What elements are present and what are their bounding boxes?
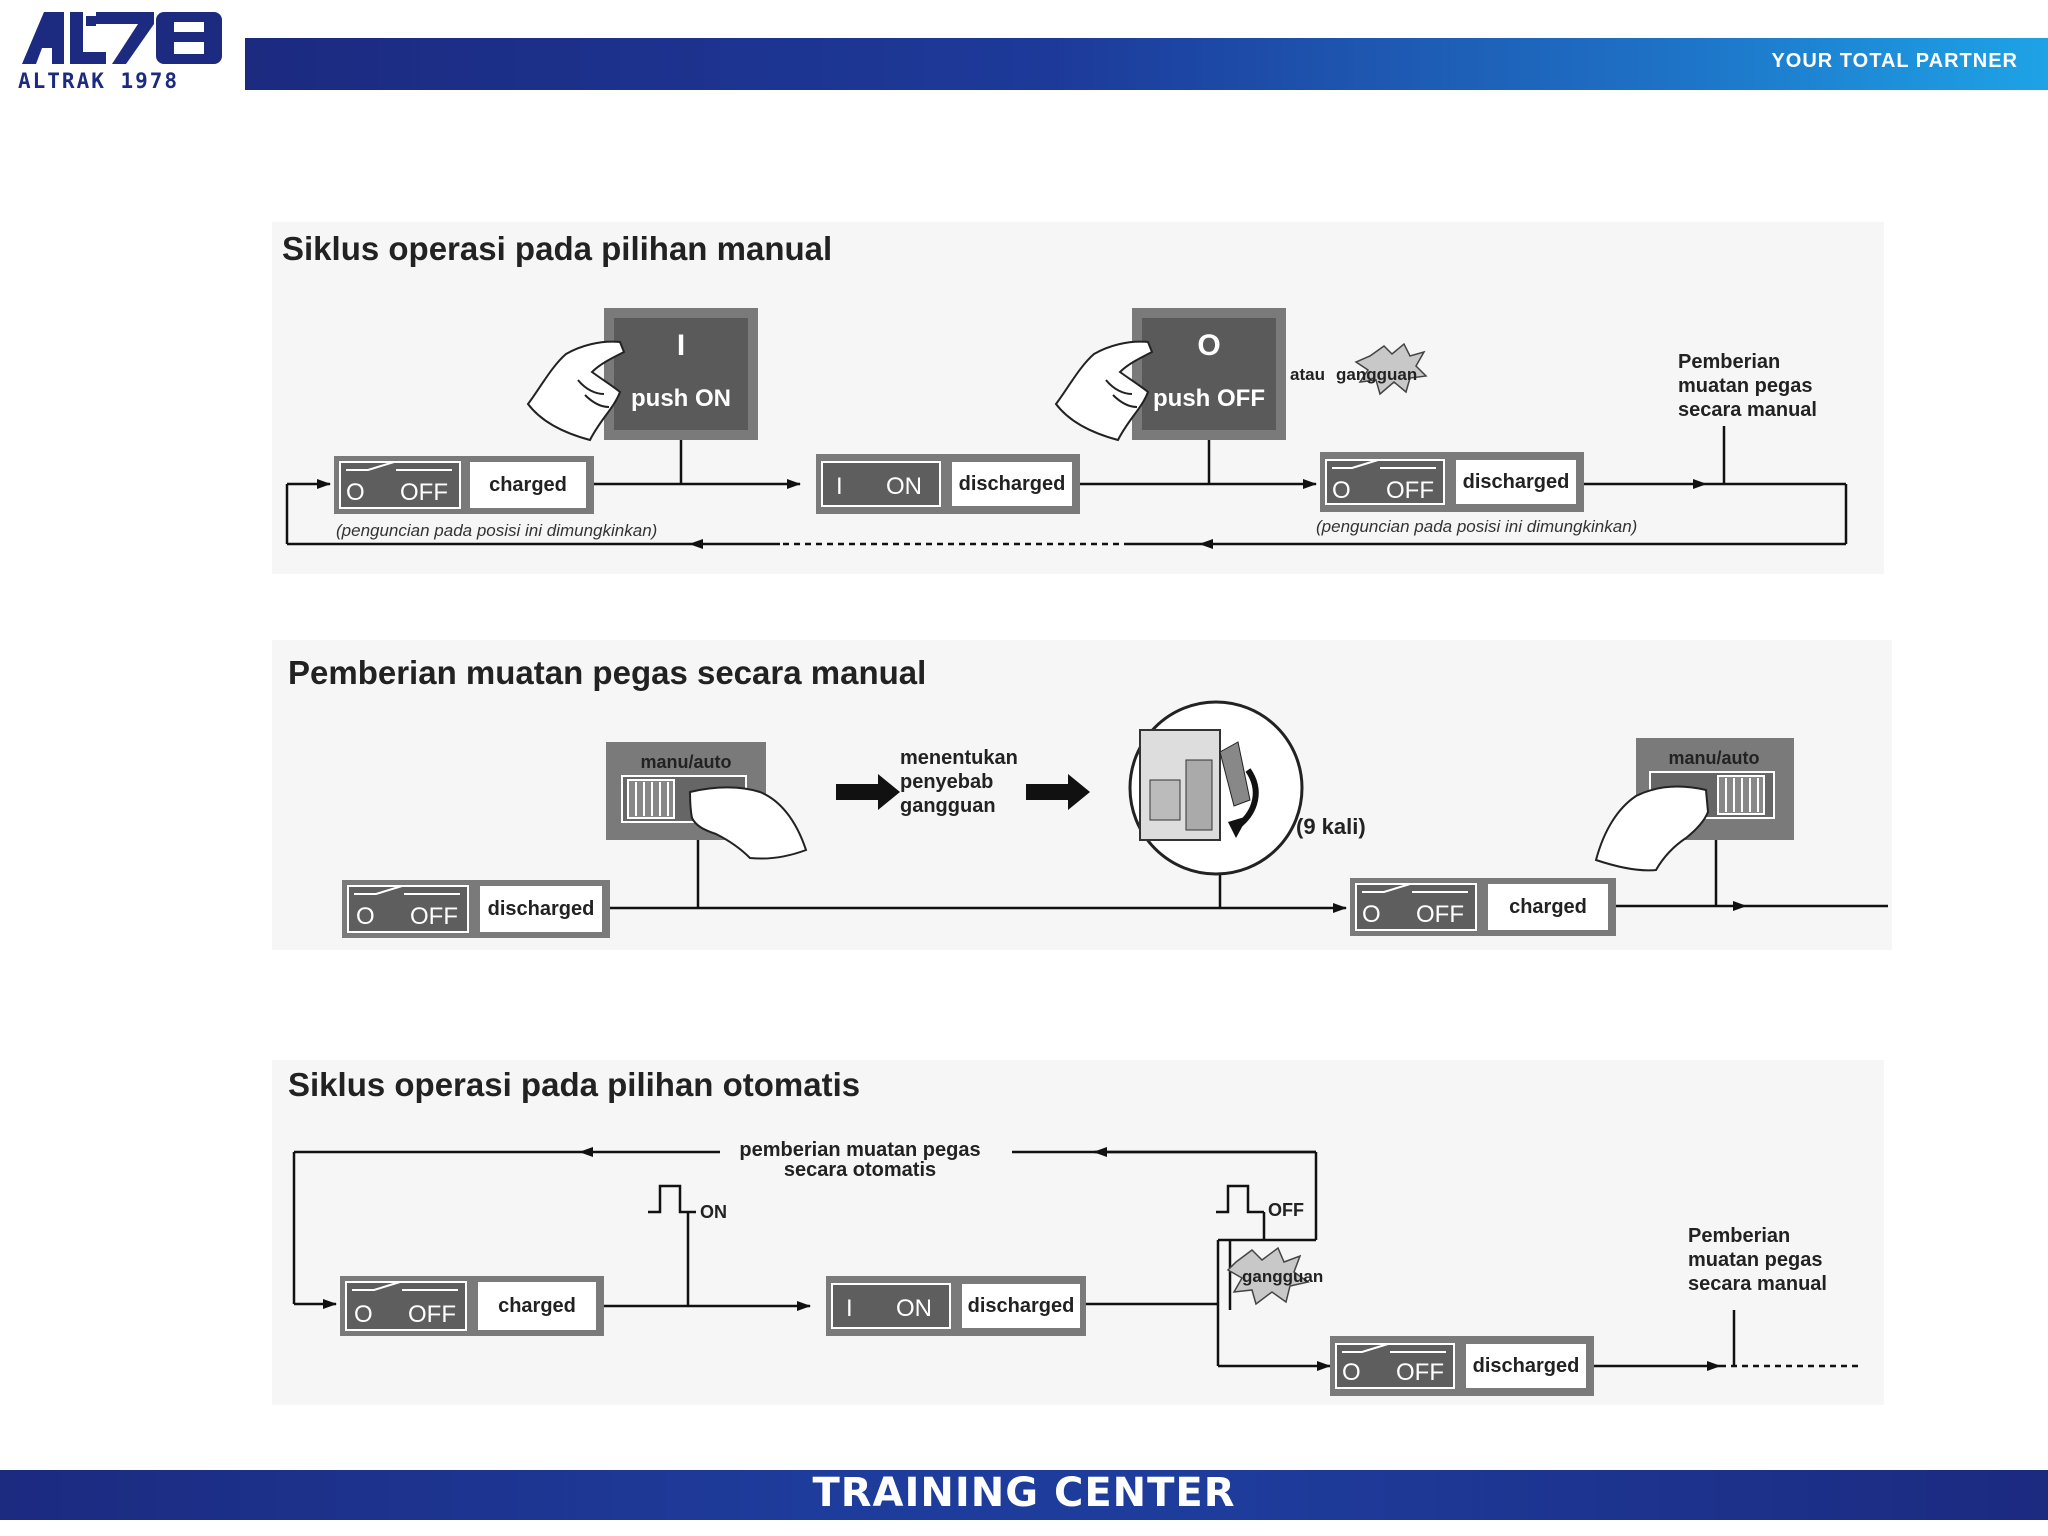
auto-manual-charge-line-3: secara manual bbox=[1688, 1273, 1827, 1295]
svg-text:OFF: OFF bbox=[1396, 1359, 1444, 1386]
switch-open-icon bbox=[1362, 883, 1468, 893]
state-box-on-discharged-1: I ON discharged bbox=[816, 454, 1080, 514]
svg-text:discharged: discharged bbox=[959, 473, 1066, 495]
manual-charge-line-1: Pemberian bbox=[1678, 351, 1780, 373]
svg-text:charged: charged bbox=[489, 474, 567, 496]
svg-text:O: O bbox=[1362, 901, 1381, 928]
svg-text:OFF: OFF bbox=[1386, 477, 1434, 504]
switch-open-icon bbox=[354, 885, 460, 895]
svg-text:discharged: discharged bbox=[1463, 471, 1570, 493]
state-box-off-charged-3: O OFF charged bbox=[340, 1276, 604, 1336]
footer-title: TRAINING CENTER bbox=[812, 1470, 1236, 1516]
footer-band bbox=[0, 1470, 2048, 1520]
svg-text:discharged: discharged bbox=[488, 898, 595, 920]
svg-text:O: O bbox=[356, 903, 375, 930]
svg-text:charged: charged bbox=[498, 1295, 576, 1317]
svg-text:O: O bbox=[354, 1301, 373, 1328]
svg-text:push OFF: push OFF bbox=[1153, 385, 1265, 412]
auto-manual-charge-line-1: Pemberian bbox=[1688, 1225, 1790, 1247]
locking-note-right: (penguncian pada posisi ini dimungkinkan… bbox=[1316, 517, 1637, 536]
state-box-off-charged-2: O OFF charged bbox=[1350, 878, 1616, 936]
rotate-arrow-icon bbox=[1228, 816, 1248, 838]
manual-charging-diagram bbox=[608, 838, 1888, 913]
step-text-line-3: gangguan bbox=[900, 795, 996, 817]
switch-open-icon bbox=[352, 1281, 458, 1291]
tagline: YOUR TOTAL PARTNER bbox=[1771, 50, 2018, 72]
svg-text:O: O bbox=[346, 479, 365, 506]
manu-auto-selector-1: manu/auto bbox=[606, 742, 766, 840]
fault-label-auto: gangguan bbox=[1242, 1267, 1323, 1286]
svg-text:O: O bbox=[1197, 329, 1220, 362]
hand-sliding-icon bbox=[1594, 785, 1710, 872]
step-arrow-icon bbox=[836, 774, 1090, 810]
svg-text:charged: charged bbox=[1509, 896, 1587, 918]
auto-charge-line-1: pemberian muatan pegas bbox=[739, 1139, 980, 1161]
hand-pressing-icon bbox=[526, 340, 626, 442]
state-box-off-discharged-1: O OFF discharged bbox=[1320, 452, 1584, 512]
repeat-count-label: (9 kali) bbox=[1296, 814, 1366, 839]
heading-manual-cycle: Siklus operasi pada pilihan manual bbox=[282, 230, 833, 267]
state-box-off-charged-1: O OFF charged bbox=[334, 456, 594, 514]
fault-burst-icon bbox=[1354, 342, 1428, 396]
svg-text:manu/auto: manu/auto bbox=[1668, 748, 1759, 768]
header-band bbox=[245, 38, 2048, 90]
auto-manual-charge-line-2: muatan pegas bbox=[1688, 1249, 1822, 1271]
panel-auto-cycle bbox=[272, 1060, 1884, 1405]
svg-text:discharged: discharged bbox=[968, 1295, 1075, 1317]
svg-text:OFF: OFF bbox=[400, 479, 448, 506]
svg-text:push ON: push ON bbox=[631, 385, 731, 412]
heading-manual-charging: Pemberian muatan pegas secara manual bbox=[288, 654, 927, 691]
svg-text:ON: ON bbox=[896, 1295, 932, 1322]
svg-text:I: I bbox=[846, 1295, 853, 1322]
switch-open-icon bbox=[1342, 1343, 1446, 1353]
auto-cycle-diagram bbox=[292, 1147, 1860, 1371]
auto-charge-line-2: secara otomatis bbox=[784, 1159, 936, 1181]
fault-label-text: gangguan bbox=[1336, 365, 1417, 384]
svg-text:OFF: OFF bbox=[410, 903, 458, 930]
hand-sliding-icon bbox=[688, 786, 808, 860]
svg-text:ON: ON bbox=[886, 473, 922, 500]
altrak-logo: ALTRAK 1978 bbox=[18, 12, 222, 93]
fault-burst-icon bbox=[1226, 1246, 1310, 1306]
manual-cycle-diagram bbox=[285, 426, 1848, 549]
pulse-off-label: OFF bbox=[1268, 1200, 1304, 1220]
state-box-off-discharged-3: O OFF discharged bbox=[1330, 1336, 1594, 1396]
svg-text:I: I bbox=[836, 473, 843, 500]
svg-text:manu/auto: manu/auto bbox=[640, 752, 731, 772]
charging-lever-detail bbox=[1128, 700, 1304, 876]
state-box-off-discharged-2: O OFF discharged bbox=[342, 880, 610, 938]
hand-pressing-icon bbox=[1054, 340, 1154, 442]
svg-text:OFF: OFF bbox=[1416, 901, 1464, 928]
svg-text:OFF: OFF bbox=[408, 1301, 456, 1328]
logo-subtitle: ALTRAK 1978 bbox=[18, 69, 179, 93]
svg-text:discharged: discharged bbox=[1473, 1355, 1580, 1377]
fault-prefix-text: atau bbox=[1290, 365, 1325, 384]
step-text-line-1: menentukan bbox=[900, 747, 1018, 769]
state-box-on-discharged-2: I ON discharged bbox=[826, 1276, 1086, 1336]
push-off-button: O push OFF bbox=[1132, 308, 1286, 440]
heading-auto-cycle: Siklus operasi pada pilihan otomatis bbox=[288, 1066, 861, 1103]
step-text-line-2: penyebab bbox=[900, 771, 993, 793]
pulse-on-label: ON bbox=[700, 1202, 727, 1222]
switch-open-icon bbox=[346, 461, 452, 471]
manual-charge-line-2: muatan pegas bbox=[1678, 375, 1812, 397]
svg-text:O: O bbox=[1332, 477, 1351, 504]
svg-text:I: I bbox=[677, 329, 685, 362]
locking-note-left: (penguncian pada posisi ini dimungkinkan… bbox=[336, 521, 657, 540]
manual-charge-line-3: secara manual bbox=[1678, 399, 1817, 421]
svg-text:O: O bbox=[1342, 1359, 1361, 1386]
switch-open-icon bbox=[1332, 459, 1436, 469]
push-on-button: I push ON bbox=[604, 308, 758, 440]
